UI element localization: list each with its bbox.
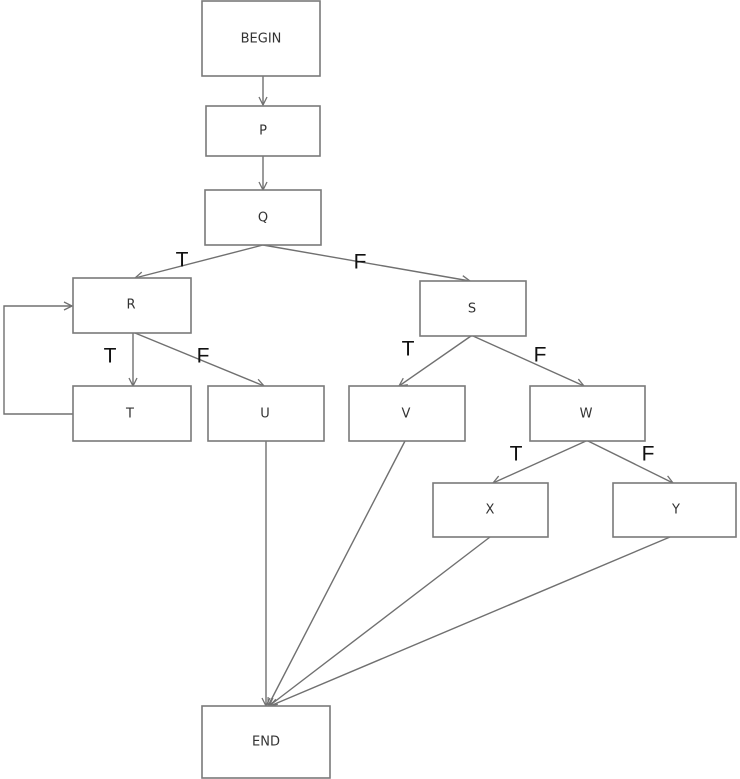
- node-q: Q: [204, 189, 322, 246]
- node-x-label: X: [486, 503, 495, 518]
- edge-y-end: [270, 536, 671, 706]
- edge-s-v: [399, 335, 472, 386]
- node-v-label: V: [402, 407, 411, 422]
- node-p: P: [205, 105, 321, 157]
- node-y-label: Y: [671, 503, 680, 518]
- edge-label-s-v: T: [402, 338, 415, 361]
- node-t-label: T: [125, 407, 134, 422]
- edge-label-s-w: F: [534, 344, 547, 367]
- node-w-label: W: [580, 407, 593, 422]
- edge-t-r-loop: [3, 306, 73, 415]
- edge-label-q-r: T: [176, 249, 189, 272]
- node-s-label: S: [468, 302, 476, 317]
- edge-q-s: [262, 244, 470, 281]
- node-s: S: [419, 280, 527, 337]
- edge-label-r-t: T: [104, 345, 117, 368]
- edge-x-end: [269, 536, 491, 706]
- node-t: T: [72, 385, 192, 442]
- node-y: Y: [612, 482, 737, 538]
- node-end: END: [201, 705, 331, 779]
- node-u-label: U: [260, 407, 270, 422]
- node-q-label: Q: [258, 211, 268, 226]
- node-end-label: END: [252, 735, 280, 750]
- edge-label-q-s: F: [354, 251, 367, 274]
- node-w: W: [529, 385, 646, 442]
- edge-v-end: [268, 440, 406, 706]
- edge-w-y: [587, 440, 673, 483]
- node-r: R: [72, 277, 192, 334]
- node-p-label: P: [259, 124, 267, 139]
- node-begin: BEGIN: [201, 0, 321, 77]
- node-r-label: R: [126, 298, 135, 313]
- node-v: V: [348, 385, 466, 442]
- node-u: U: [207, 385, 325, 442]
- edge-label-w-y: F: [642, 443, 655, 466]
- edge-q-r: [135, 244, 264, 278]
- edge-r-u: [134, 332, 264, 386]
- edge-w-x: [493, 440, 587, 483]
- node-x: X: [432, 482, 549, 538]
- node-begin-label: BEGIN: [241, 32, 282, 47]
- edge-label-r-u: F: [197, 345, 210, 368]
- edge-s-w: [472, 335, 584, 386]
- edge-label-w-x: T: [510, 443, 523, 466]
